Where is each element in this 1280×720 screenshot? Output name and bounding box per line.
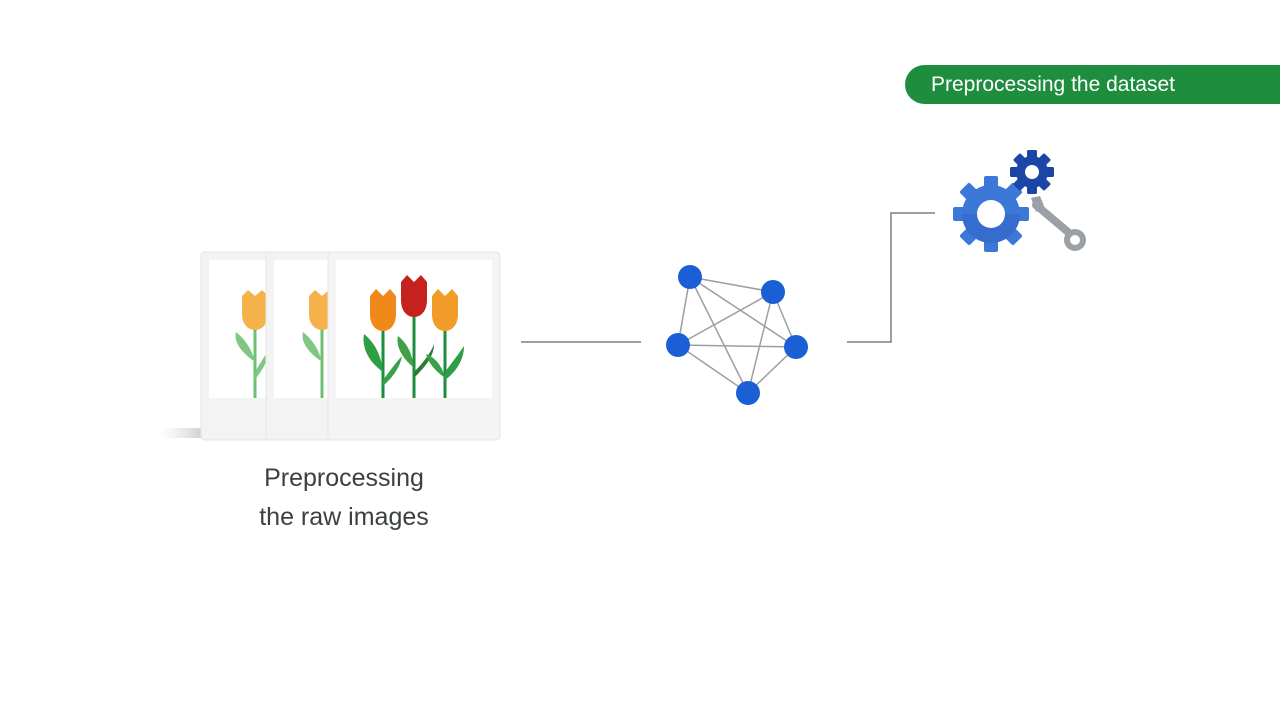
network-node <box>736 381 760 405</box>
network-node <box>761 280 785 304</box>
flower-image-stack-icon <box>160 251 501 441</box>
caption-line-1: Preprocessing <box>264 464 424 492</box>
large-gear-icon <box>953 176 1029 252</box>
caption-line-2: the raw images <box>259 503 429 531</box>
image-card-front <box>327 251 501 441</box>
neural-network-icon <box>666 265 808 405</box>
section-badge: Preprocessing the dataset <box>905 65 1280 104</box>
gears-wrench-icon <box>953 150 1086 252</box>
image-caption: Preprocessing the raw images <box>214 459 474 537</box>
wrench-icon <box>1031 196 1086 251</box>
network-node <box>678 265 702 289</box>
connector-line-right <box>847 212 935 343</box>
network-node <box>666 333 690 357</box>
small-gear-icon <box>1010 150 1054 194</box>
network-node <box>784 335 808 359</box>
